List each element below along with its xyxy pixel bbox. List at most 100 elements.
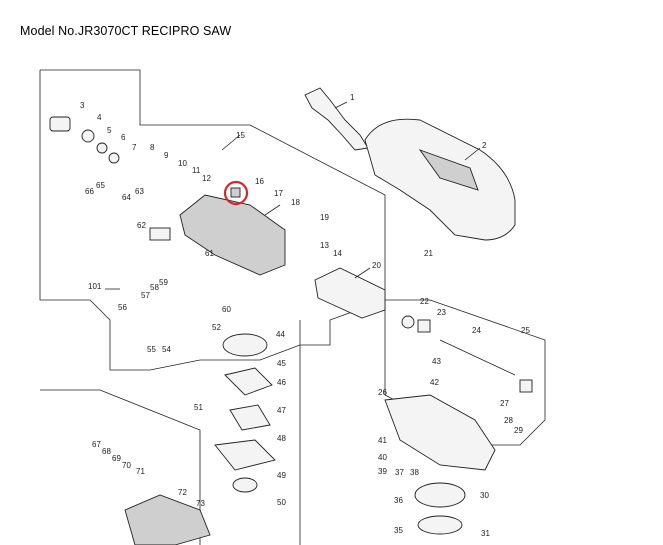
part-label-54: 54 [162,345,171,354]
part-label-1: 1 [350,93,355,102]
part-label-49: 49 [277,471,286,480]
part-label-55: 55 [147,345,156,354]
part-label-38: 38 [410,468,419,477]
part-label-4: 4 [97,113,102,122]
part-label-71: 71 [136,467,145,476]
part-label-15: 15 [236,131,245,140]
part-3 [49,116,71,132]
part-label-14: 14 [333,249,342,258]
part-label-56: 56 [118,303,127,312]
part-label-16: 16 [255,177,264,186]
part-1-lever [304,87,369,151]
part-label-27: 27 [500,399,509,408]
part-label-47: 47 [277,406,286,415]
part-18-gear-housing [179,194,286,276]
part-label-8: 8 [150,143,155,152]
part-label-18: 18 [291,198,300,207]
part-35-ring [417,515,463,535]
part-label-31: 31 [481,529,490,538]
part-label-61: 61 [205,249,214,258]
part-6 [108,152,120,164]
part-23 [417,319,431,333]
part-36-gear [414,482,466,508]
part-label-3: 3 [80,101,85,110]
part-label-24: 24 [472,326,481,335]
part-2-housing [364,118,516,241]
part-label-25: 25 [521,326,530,335]
part-46-plate [224,367,273,396]
part-label-63: 63 [135,187,144,196]
part-label-70: 70 [122,461,131,470]
part-label-35: 35 [394,526,403,535]
part-label-59: 59 [159,278,168,287]
part-label-17: 17 [274,189,283,198]
part-label-12: 12 [202,174,211,183]
part-50-bearing [232,477,258,493]
part-label-66: 66 [85,187,94,196]
part-48-plate [214,439,276,471]
part-label-50: 50 [277,498,286,507]
part-label-73: 73 [196,499,205,508]
part-label-39: 39 [378,467,387,476]
part-label-28: 28 [504,416,513,425]
part-label-43: 43 [432,357,441,366]
part-26-base [384,394,496,471]
part-label-26: 26 [378,388,387,397]
part-label-62: 62 [137,221,146,230]
part-2-grip-detail [418,149,479,191]
part-label-48: 48 [277,434,286,443]
part-24-rod [439,339,516,376]
part-label-5: 5 [107,126,112,135]
part-label-22: 22 [420,297,429,306]
part-62 [149,227,171,241]
part-label-2: 2 [482,141,487,150]
part-label-68: 68 [102,447,111,456]
part-label-57: 57 [141,291,150,300]
part-label-6: 6 [121,133,126,142]
part-label-41: 41 [378,436,387,445]
part-16 [230,187,241,198]
part-label-44: 44 [276,330,285,339]
part-label-58: 58 [150,283,159,292]
part-label-46: 46 [277,378,286,387]
part-22 [401,315,415,329]
part-label-67: 67 [92,440,101,449]
part-label-52: 52 [212,323,221,332]
part-label-45: 45 [277,359,286,368]
part-label-19: 19 [320,213,329,222]
part-label-20: 20 [372,261,381,270]
part-label-72: 72 [178,488,187,497]
part-label-7: 7 [132,143,137,152]
part-label-64: 64 [122,193,131,202]
lower-left-assembly-outline [40,389,201,545]
part-4 [81,129,95,143]
part-label-21: 21 [424,249,433,258]
part-label-51: 51 [194,403,203,412]
highlight-part-16 [223,180,249,206]
part-label-29: 29 [514,426,523,435]
part-label-11: 11 [192,166,201,175]
part-29-cap [519,379,533,393]
part-47-plate [229,404,271,431]
part-label-13: 13 [320,241,329,250]
part-45-plate [222,333,268,357]
part-label-101: 101 [88,282,102,291]
part-label-60: 60 [222,305,231,314]
part-label-40: 40 [378,453,387,462]
part-73-armature [124,494,211,545]
part-label-65: 65 [96,181,105,190]
part-label-36: 36 [394,496,403,505]
part-label-42: 42 [430,378,439,387]
part-label-30: 30 [480,491,489,500]
part-label-37: 37 [395,468,404,477]
part-20-slider [314,267,386,319]
part-label-10: 10 [178,159,187,168]
part-label-23: 23 [437,308,446,317]
leader-lines [105,101,481,290]
part-5 [96,142,108,154]
part-label-69: 69 [112,454,121,463]
diagram-title: Model No.JR3070CT RECIPRO SAW [20,24,232,38]
part-label-9: 9 [164,151,169,160]
